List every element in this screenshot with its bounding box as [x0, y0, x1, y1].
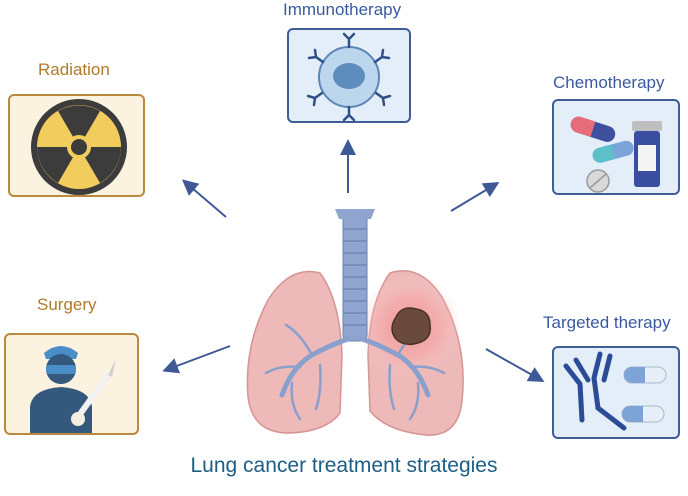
arrow-radiation: [181, 179, 227, 218]
surgery-panel: [4, 333, 139, 435]
immunotherapy-label: Immunotherapy: [283, 0, 402, 19]
radiation-trefoil-icon: [31, 99, 127, 195]
diagram-title: Lung cancer treatment strategies: [190, 454, 498, 477]
surgery-label: Surgery: [37, 295, 97, 314]
surgeon-with-scalpel-icon: [30, 346, 116, 433]
chemotherapy-panel: [552, 99, 680, 195]
pills-and-bottle-icon: [570, 116, 662, 193]
antibodies-and-capsules-icon: [563, 351, 667, 431]
radiation-label: Radiation: [38, 60, 110, 79]
lungs-with-tumor-icon: [246, 209, 464, 436]
arrow-targeted-therapy: [485, 348, 545, 382]
radiation-panel: [8, 94, 145, 197]
chemotherapy-label: Chemotherapy: [553, 73, 665, 92]
targeted-therapy-label: Targeted therapy: [543, 313, 671, 332]
targeted-therapy-panel: [552, 346, 680, 439]
immunotherapy-panel: [287, 28, 411, 123]
immune-cell-antibodies-icon: [306, 32, 392, 122]
arrow-surgery: [162, 345, 231, 374]
arrow-chemotherapy: [450, 181, 500, 212]
